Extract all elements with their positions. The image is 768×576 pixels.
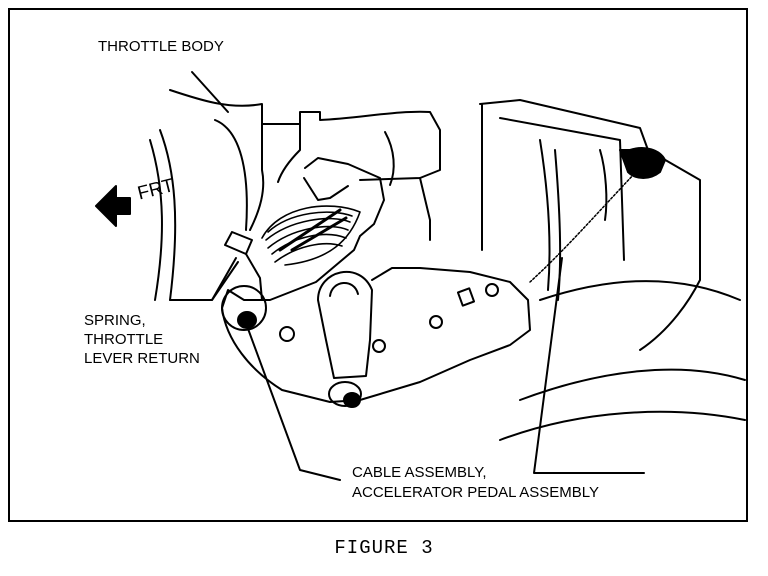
front-arrow-icon bbox=[95, 185, 131, 227]
cable-leader-right bbox=[533, 257, 645, 474]
throttle-body-housing bbox=[149, 89, 441, 301]
cable-label-line1: CABLE ASSEMBLY, bbox=[352, 464, 487, 481]
throttle-body-label: THROTTLE BODY bbox=[98, 38, 224, 55]
spring-label-line1: SPRING, bbox=[84, 312, 146, 329]
figure-caption: FIGURE 3 bbox=[334, 537, 434, 559]
mounting-bracket bbox=[479, 99, 746, 441]
throttle-lever bbox=[221, 157, 531, 403]
spring-label-line2: THROTTLE bbox=[84, 331, 164, 348]
cable-clevis bbox=[317, 271, 373, 408]
cable-leader-left bbox=[246, 325, 341, 481]
figure-frame bbox=[8, 8, 748, 522]
accelerator-cable bbox=[529, 171, 637, 283]
cable-label-line2: ACCELERATOR PEDAL ASSEMBLY bbox=[352, 484, 600, 501]
return-spring bbox=[261, 205, 361, 266]
throttle-body-leader bbox=[191, 71, 229, 113]
spring-label-line3: LEVER RETURN bbox=[84, 350, 200, 367]
